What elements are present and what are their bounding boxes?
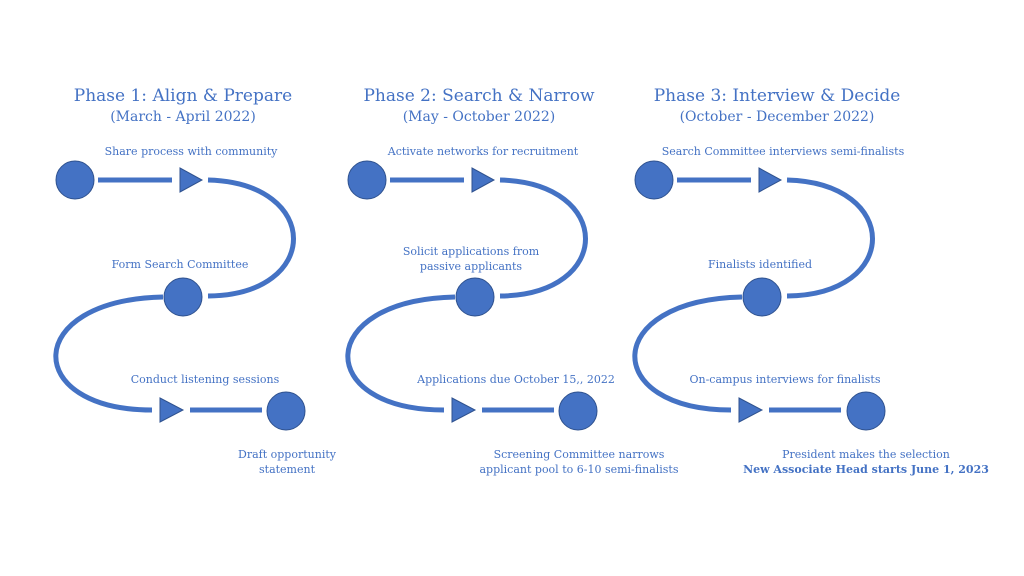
phase-1-step-3-label: Conduct listening sessions — [130, 373, 280, 386]
phase-2-middle-node — [455, 277, 495, 317]
phase-3-outcome-line-1: President makes the selection — [782, 448, 950, 461]
phase-2-upper-curve — [499, 177, 588, 299]
phase-1-lower-curve — [53, 294, 164, 413]
phase-1-flow — [53, 160, 306, 431]
phase-3-flow — [632, 160, 886, 431]
phase-3-bottom-arrow — [738, 397, 764, 423]
phase-1-title: Phase 1: Align & Prepare — [73, 86, 293, 106]
phase-1-middle-node — [163, 277, 203, 317]
phase-2-outcome-line-2: applicant pool to 6-10 semi-finalists — [479, 463, 679, 476]
phase-2-step-1-label: Activate networks for recruitment — [387, 145, 579, 158]
phase-3-top-arrow — [758, 167, 783, 193]
phase-2-start-node — [347, 160, 387, 200]
phase-2-top-arrow — [471, 167, 496, 193]
phase-3-middle-node — [742, 277, 782, 317]
phase-1-outcome-line-1: Draft opportunity — [238, 448, 336, 461]
phase-2-bottom-arrow — [451, 397, 477, 423]
phase-1-outcome-line-2: statement — [259, 463, 315, 476]
phase-3-step-2-label: Finalists identified — [707, 258, 813, 271]
phase-1-step-1-label: Share process with community — [104, 145, 278, 158]
phase-3-step-3-label: On-campus interviews for finalists — [689, 373, 881, 386]
phase-1-bottom-arrow — [159, 397, 185, 423]
phase-2-end-node — [558, 391, 598, 431]
phase-1-top-arrow — [179, 167, 204, 193]
phase-2-title: Phase 2: Search & Narrow — [363, 86, 595, 106]
phase-3-outcome-line-2: New Associate Head starts June 1, 2023 — [743, 463, 989, 476]
phase-2-step-2-label-line-2: passive applicants — [419, 260, 523, 273]
phase-2-step-3-label: Applications due October 15,, 2022 — [417, 373, 615, 386]
phase-2-lower-curve — [345, 294, 456, 413]
phase-3-end-node — [846, 391, 886, 431]
phase-2-dates: (May - October 2022) — [402, 109, 556, 125]
phase-1-dates: (March - April 2022) — [110, 109, 256, 125]
phase-3-upper-curve — [786, 177, 875, 299]
phase-1-upper-curve — [207, 177, 296, 299]
phase-2-step-2-label-line-1: Solicit applications from — [402, 245, 540, 258]
phase-2-flow — [345, 160, 598, 431]
phase-2-outcome-line-1: Screening Committee narrows — [493, 448, 665, 461]
phase-3-dates: (October - December 2022) — [679, 109, 875, 125]
phase-3-lower-curve — [632, 294, 743, 413]
phase-3-start-node — [634, 160, 674, 200]
phase-1-step-2-label: Form Search Committee — [111, 258, 249, 271]
phase-3-title: Phase 3: Interview & Decide — [653, 86, 901, 106]
phase-3-step-1-label: Search Committee interviews semi-finalis… — [661, 145, 905, 158]
phase-1-start-node — [55, 160, 95, 200]
phase-1-end-node — [266, 391, 306, 431]
